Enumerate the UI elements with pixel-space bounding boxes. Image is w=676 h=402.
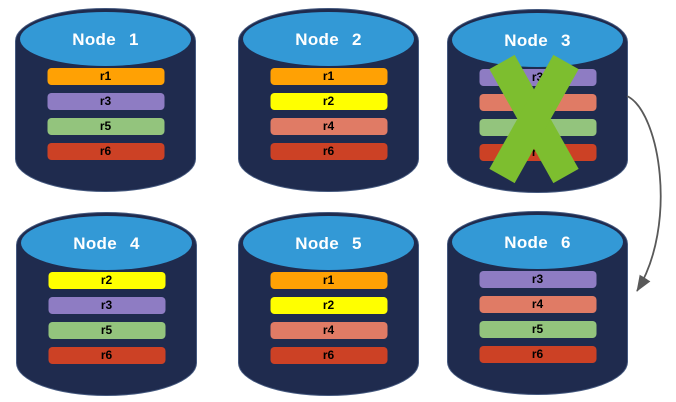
node-3: Node 3 r3 r4 r5 r6 bbox=[447, 9, 628, 193]
replica-row: r3 bbox=[479, 69, 596, 86]
replica-row: r4 bbox=[270, 118, 387, 135]
replica-row: r1 bbox=[47, 68, 164, 85]
node-title: Node 3 bbox=[504, 31, 571, 50]
replica-row: r6 bbox=[270, 347, 387, 364]
replication-arrow bbox=[626, 95, 662, 292]
replica-rows: r1 r2 r4 r6 bbox=[270, 68, 387, 160]
replica-row: r1 bbox=[270, 272, 387, 289]
replica-row: r6 bbox=[479, 144, 596, 161]
replica-row: r1 bbox=[270, 68, 387, 85]
node-5: Node 5 r1 r2 r4 r6 bbox=[238, 212, 419, 396]
cylinder-top: Node 4 bbox=[21, 216, 192, 270]
cylinder-top: Node 3 bbox=[452, 13, 623, 67]
replica-rows: r1 r3 r5 r6 bbox=[47, 68, 164, 160]
replica-row: r2 bbox=[270, 297, 387, 314]
node-title: Node 1 bbox=[72, 30, 139, 49]
replica-row: r5 bbox=[479, 119, 596, 136]
cylinder-top: Node 1 bbox=[20, 12, 191, 66]
replica-row: r5 bbox=[47, 118, 164, 135]
node-2: Node 2 r1 r2 r4 r6 bbox=[238, 8, 419, 192]
replica-rows: r2 r3 r5 r6 bbox=[48, 272, 165, 364]
cylinder-top: Node 6 bbox=[452, 215, 623, 269]
replica-row: r4 bbox=[479, 296, 596, 313]
node-title: Node 2 bbox=[295, 30, 362, 49]
replica-row: r2 bbox=[48, 272, 165, 289]
replica-row: r2 bbox=[270, 93, 387, 110]
node-title: Node 5 bbox=[295, 234, 362, 253]
replica-rows: r3 r4 r5 r6 bbox=[479, 69, 596, 161]
node-title: Node 4 bbox=[73, 234, 140, 253]
replica-row: r3 bbox=[479, 271, 596, 288]
replica-row: r4 bbox=[479, 94, 596, 111]
replica-row: r6 bbox=[47, 143, 164, 160]
replica-row: r6 bbox=[479, 346, 596, 363]
replica-row: r6 bbox=[48, 347, 165, 364]
node-1: Node 1 r1 r3 r5 r6 bbox=[15, 8, 196, 192]
cylinder-top: Node 5 bbox=[243, 216, 414, 270]
cylinder-top: Node 2 bbox=[243, 12, 414, 66]
replica-row: r4 bbox=[270, 322, 387, 339]
replica-row: r5 bbox=[479, 321, 596, 338]
replica-rows: r1 r2 r4 r6 bbox=[270, 272, 387, 364]
replica-row: r5 bbox=[48, 322, 165, 339]
node-title: Node 6 bbox=[504, 233, 571, 252]
node-4: Node 4 r2 r3 r5 r6 bbox=[16, 212, 197, 396]
replica-row: r6 bbox=[270, 143, 387, 160]
replica-row: r3 bbox=[47, 93, 164, 110]
replica-row: r3 bbox=[48, 297, 165, 314]
replica-rows: r3 r4 r5 r6 bbox=[479, 271, 596, 363]
node-6: Node 6 r3 r4 r5 r6 bbox=[447, 211, 628, 395]
